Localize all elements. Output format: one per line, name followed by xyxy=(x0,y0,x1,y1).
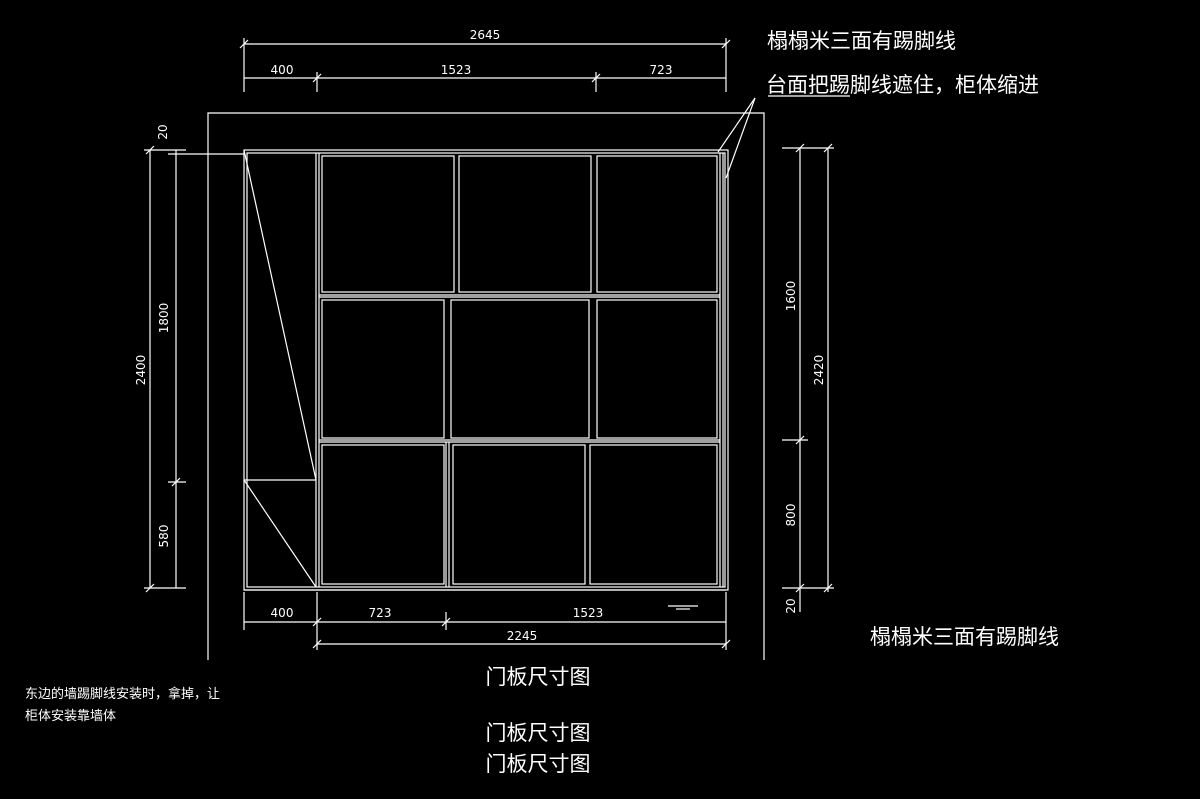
right-dimensions xyxy=(782,143,834,612)
panel-r2-c1 xyxy=(321,299,445,439)
dim-left-upper: 1800 xyxy=(157,303,171,334)
dim-top-mid: 1523 xyxy=(441,63,472,77)
panel-r3-c3 xyxy=(589,444,718,585)
cabinet-frame xyxy=(243,149,729,591)
bottom-dimensions xyxy=(243,592,731,650)
top-dimensions xyxy=(239,38,731,92)
panel-r3-c1 xyxy=(321,444,445,585)
dim-bottom-mid: 723 xyxy=(369,606,392,620)
panel-r1-c3 xyxy=(596,155,718,293)
dim-bottom-total: 2245 xyxy=(507,629,538,643)
dim-top-right: 723 xyxy=(650,63,673,77)
panel-r3-c2 xyxy=(452,444,586,585)
label-counter-note: 台面把踢脚线遮住，柜体缩进 xyxy=(766,73,1039,97)
panel-r1-c1 xyxy=(321,155,455,293)
dim-left-top: 20 xyxy=(156,124,170,139)
panel-r1-c2 xyxy=(458,155,592,293)
dim-left-total: 2400 xyxy=(134,355,148,386)
dim-right-bottom: 20 xyxy=(784,598,798,613)
note-line-2: 柜体安装靠墙体 xyxy=(25,709,116,724)
label-tatami-right: 榻榻米三面有踢脚线 xyxy=(870,625,1059,649)
note-line-1: 东边的墙踢脚线安装时，拿掉，让 xyxy=(25,686,220,702)
panel-r2-c3 xyxy=(596,299,718,439)
door-panels xyxy=(319,155,720,587)
leader-lines xyxy=(717,95,850,179)
dim-top-left: 400 xyxy=(271,63,294,77)
title-2: 门板尺寸图 xyxy=(486,721,591,745)
dim-left-lower: 580 xyxy=(157,525,171,548)
dim-right-lower: 800 xyxy=(784,504,798,527)
dim-right-upper: 1600 xyxy=(784,281,798,312)
dim-right-total: 2420 xyxy=(812,355,826,386)
label-tatami-top: 榻榻米三面有踢脚线 xyxy=(767,29,956,53)
panel-r2-c2 xyxy=(450,299,590,439)
dim-bottom-left: 400 xyxy=(271,606,294,620)
room-outline xyxy=(207,112,765,660)
left-dimensions xyxy=(144,145,244,593)
dim-top-total: 2645 xyxy=(470,28,501,42)
title-3: 门板尺寸图 xyxy=(486,752,591,776)
dim-bottom-right: 1523 xyxy=(573,606,604,620)
title-1: 门板尺寸图 xyxy=(486,665,591,689)
